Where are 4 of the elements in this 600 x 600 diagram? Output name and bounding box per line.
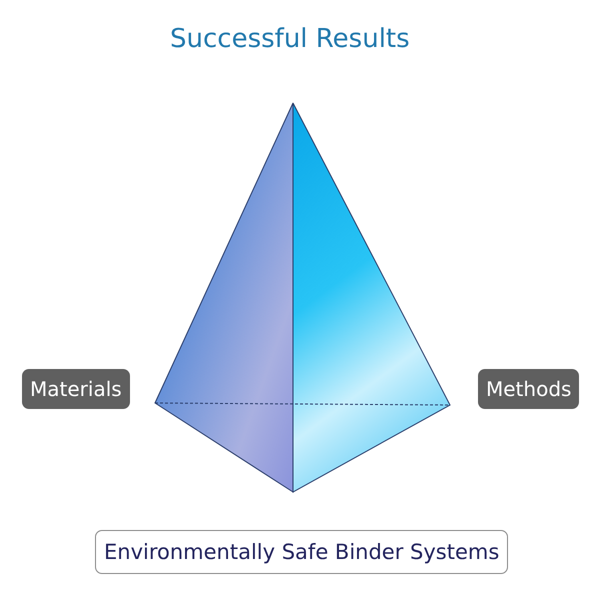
text-box: Environmentally Safe Binder Systems <box>95 530 508 574</box>
apex-label: Successful Results <box>170 24 410 54</box>
methods-tag: Methods <box>478 369 580 409</box>
materials-tag: Materials <box>22 369 130 409</box>
